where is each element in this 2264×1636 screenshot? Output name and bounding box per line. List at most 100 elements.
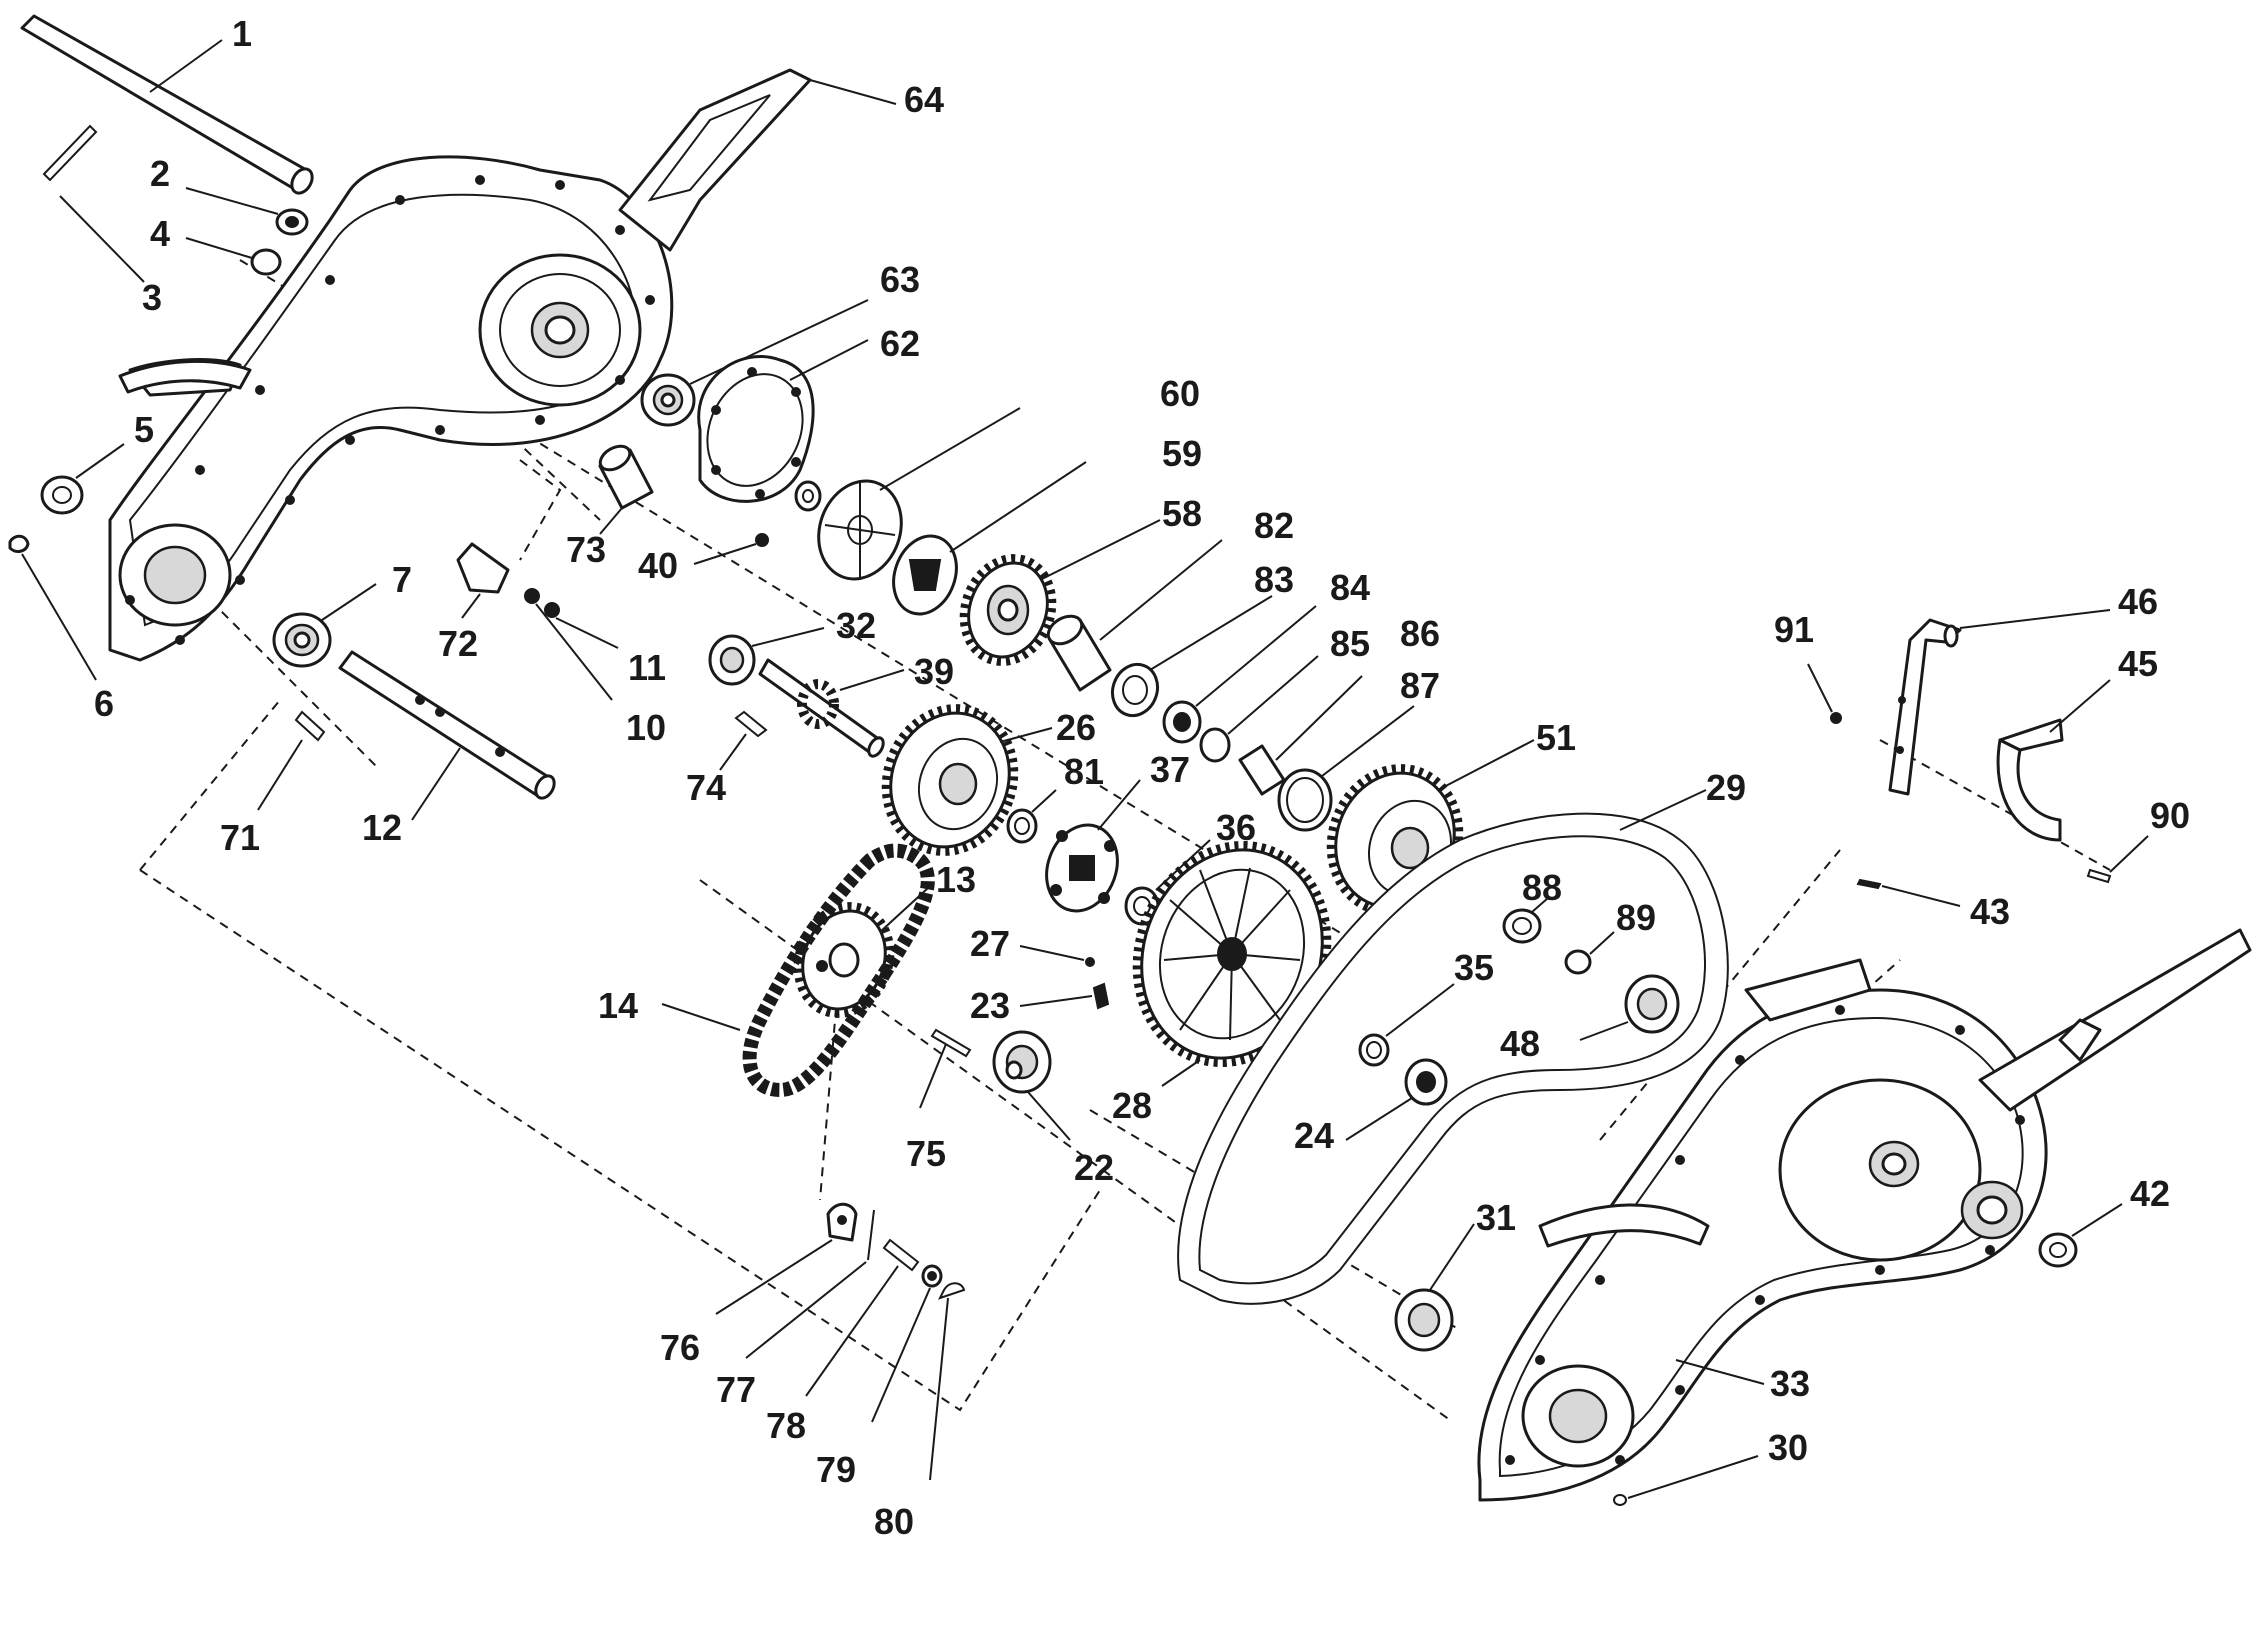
callout-73: 73: [566, 529, 606, 570]
callout-59: 59: [1162, 433, 1202, 474]
part-23-screw: [1019, 982, 1110, 1010]
callout-31: 31: [1476, 1197, 1516, 1238]
part-22-bearing: [992, 1030, 1071, 1141]
part-11-ball: [544, 602, 619, 649]
callout-58: 58: [1162, 493, 1202, 534]
part-90-pin: [2086, 835, 2149, 884]
part-40-ball: [693, 533, 769, 565]
part-88-washer: [1502, 897, 1549, 944]
part-48-bearing: [1579, 974, 1680, 1041]
part-79-washer: [871, 1264, 943, 1423]
callout-33: 33: [1770, 1363, 1810, 1404]
part-45-bracket: [1996, 679, 2111, 842]
callout-10: 10: [626, 707, 666, 748]
right-housing-bolt-holes: [1505, 1005, 2025, 1465]
part-77-spring: [745, 1209, 875, 1359]
part-3-pin: [42, 124, 145, 283]
callout-89: 89: [1616, 897, 1656, 938]
part-14-chain: [661, 843, 935, 1098]
callout-13: 13: [936, 859, 976, 900]
callout-labels: 1 2 4 3 5 6 7 72 11 10 12 71 73 40 63 62…: [94, 13, 2190, 1542]
callout-75: 75: [906, 1133, 946, 1174]
callout-40: 40: [638, 545, 678, 586]
part-75-key: [919, 1028, 972, 1109]
callout-91: 91: [1774, 609, 1814, 650]
callout-87: 87: [1400, 665, 1440, 706]
callout-27: 27: [970, 923, 1010, 964]
part-63-bearing: [640, 299, 869, 427]
part-58-gear: [959, 519, 1161, 666]
callout-85: 85: [1330, 623, 1370, 664]
part-32-bearing: [708, 627, 825, 686]
callout-1: 1: [232, 13, 252, 54]
part-7-bearing: [272, 583, 377, 668]
part-12-cross-shaft: [338, 650, 556, 821]
part-29-gasket: [1177, 789, 1729, 1305]
callout-60: 60: [1160, 373, 1200, 414]
callout-48: 48: [1500, 1023, 1540, 1064]
part-85-bushing: [1199, 655, 1319, 763]
right-chaincase-housing: [1477, 928, 2252, 1502]
callout-79: 79: [816, 1449, 856, 1490]
callout-32: 32: [836, 605, 876, 646]
callout-77: 77: [716, 1369, 756, 1410]
part-24-bearing: [1345, 1058, 1448, 1141]
callout-86: 86: [1400, 613, 1440, 654]
callout-88: 88: [1522, 867, 1562, 908]
callout-5: 5: [134, 409, 154, 450]
callout-45: 45: [2118, 643, 2158, 684]
callout-4: 4: [150, 213, 170, 254]
part-4-nut: [185, 237, 282, 276]
part-89-oring: [1564, 931, 1615, 975]
callout-11: 11: [628, 647, 666, 688]
callout-35: 35: [1454, 947, 1494, 988]
callout-72: 72: [438, 623, 478, 664]
callout-37: 37: [1150, 749, 1190, 790]
callout-90: 90: [2150, 795, 2190, 836]
callout-78: 78: [766, 1405, 806, 1446]
part-80-cotter-pin: [929, 1282, 966, 1481]
callout-6: 6: [94, 683, 114, 724]
part-84-bearing: [1162, 605, 1317, 744]
part-2-bushing: [185, 187, 309, 236]
part-26-gear: [881, 704, 1053, 856]
callout-81: 81: [1064, 751, 1104, 792]
left-tine-shield: [118, 359, 252, 394]
callout-23: 23: [970, 985, 1010, 1026]
callout-3: 3: [142, 277, 162, 318]
callout-83: 83: [1254, 559, 1294, 600]
callout-51: 51: [1536, 717, 1576, 758]
callout-36: 36: [1216, 807, 1256, 848]
part-81-ring: [1006, 789, 1057, 844]
part-42-seal: [2038, 1203, 2123, 1268]
callout-30: 30: [1768, 1427, 1808, 1468]
callout-43: 43: [1970, 891, 2010, 932]
part-5-seal: [40, 443, 125, 515]
part-35-ring: [1358, 983, 1455, 1067]
part-87-ring: [1277, 705, 1415, 832]
callout-39: 39: [914, 651, 954, 692]
callout-76: 76: [660, 1327, 700, 1368]
part-74-key: [719, 710, 768, 771]
part-10-ball: [524, 588, 613, 701]
callout-63: 63: [880, 259, 920, 300]
callout-26: 26: [1056, 707, 1096, 748]
part-62-flange-plate: [697, 339, 869, 503]
callout-84: 84: [1330, 567, 1370, 608]
callout-42: 42: [2130, 1173, 2170, 1214]
part-43-key: [1856, 878, 1961, 907]
part-73-bushing: [598, 444, 654, 535]
small-washer: [794, 480, 822, 512]
callout-7: 7: [392, 559, 412, 600]
callout-12: 12: [362, 807, 402, 848]
part-37-clutch: [1045, 779, 1141, 913]
part-91-screw: [1807, 663, 1842, 724]
callout-14: 14: [598, 985, 638, 1026]
part-6-clip: [8, 534, 97, 681]
part-59-cam: [892, 461, 1087, 616]
part-78-pin: [805, 1238, 920, 1397]
callout-46: 46: [2118, 581, 2158, 622]
callout-64: 64: [904, 79, 944, 120]
callout-22: 22: [1074, 1147, 1114, 1188]
